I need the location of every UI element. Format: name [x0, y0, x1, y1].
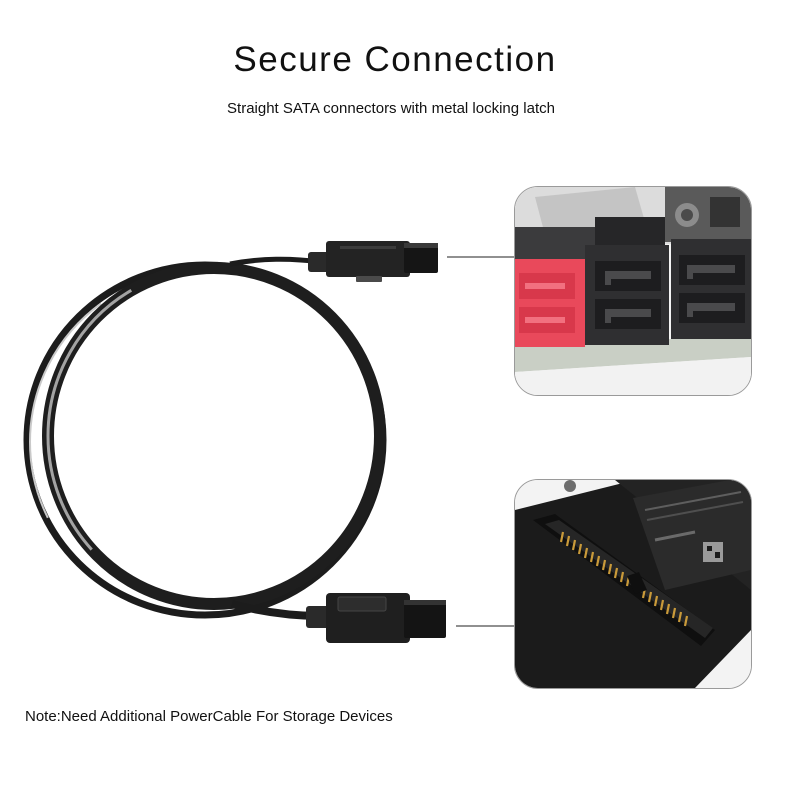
cable-loop-inner [42, 262, 386, 610]
black-sata-ports [515, 217, 751, 345]
page-subtitle: Straight SATA connectors with metal lock… [227, 100, 555, 117]
sata-connector-bottom [306, 593, 446, 643]
motherboard-sata-ports-inset [514, 186, 752, 396]
cable-highlight-2 [29, 270, 375, 614]
red-sata-port [515, 259, 585, 347]
cable-highlight [46, 266, 382, 606]
sata-connector-top [308, 241, 438, 282]
page-title: Secure Connection [233, 40, 557, 79]
power-cable-note: Note:Need Additional PowerCable For Stor… [25, 708, 393, 725]
gold-contacts [559, 531, 689, 627]
ssd-sata-interface-inset [514, 479, 752, 689]
